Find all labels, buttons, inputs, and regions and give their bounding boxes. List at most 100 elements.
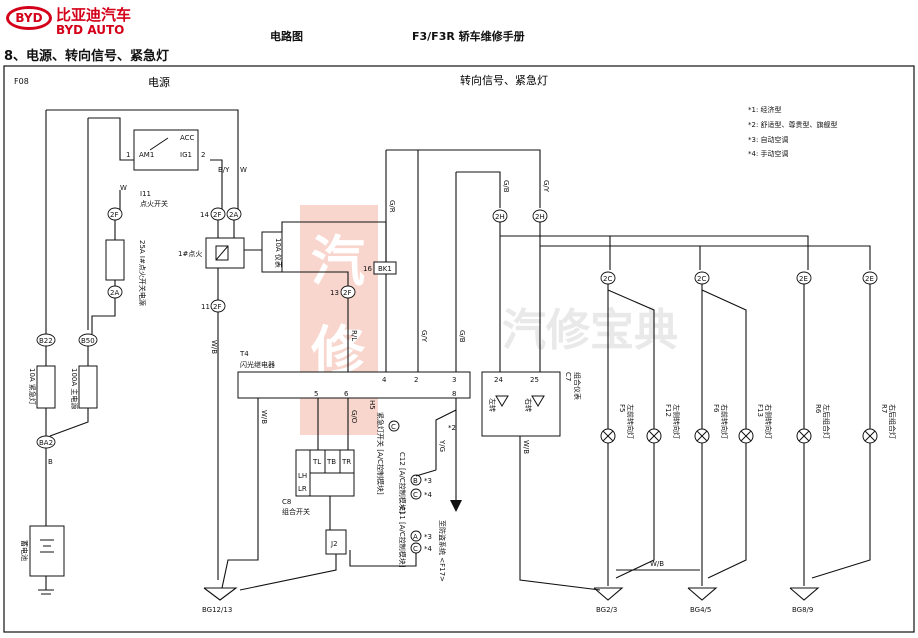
lamp-f5-code: F5 xyxy=(618,404,626,412)
page-header: BYD 比亚迪汽车 BYD AUTO 电路图 F3/F3R 轿车维修手册 xyxy=(0,0,918,44)
fuse-10a-meter xyxy=(261,231,283,273)
battery: 蓄电池 xyxy=(20,525,65,577)
pin-13: 13 xyxy=(330,289,339,297)
module-c12-label: C12 [A/C控制模块] xyxy=(398,452,407,514)
pin-14: 14 xyxy=(200,211,209,219)
ignition-switch: ACC AM1 IG1 1 2 I11 点火开关 xyxy=(126,129,205,208)
conn-2a-a-label: 2A xyxy=(110,289,119,297)
conn-2c-b-label: 2C xyxy=(697,275,706,283)
ground-bg8-label: BG8/9 xyxy=(792,606,813,614)
lamp-f12: F12 左侧转向灯 xyxy=(646,404,681,444)
fuse-25a xyxy=(105,239,125,281)
combo-cell-tl: TL xyxy=(312,458,321,466)
conn-2f-c-label: 2F xyxy=(213,303,221,311)
ign-pin1: 1 xyxy=(126,151,130,159)
wire-color-wb-a: W/B xyxy=(210,340,218,354)
conn-2f-b-label: 2F xyxy=(213,211,221,219)
combo-switch-c8: TL TB TR LH LR C8 组合开关 xyxy=(282,449,355,516)
flasher-pin-8: 8 xyxy=(452,390,456,398)
lamp-f6-code: F6 xyxy=(712,404,720,413)
conn-b22-label: B22 xyxy=(39,337,53,345)
connector-2e-6: 2E xyxy=(862,271,878,285)
connector-b50: B50 xyxy=(78,333,98,347)
fuse-10a-hazard xyxy=(36,365,56,409)
wire-color-gr: G/R xyxy=(388,200,396,213)
fuse-10a-hazard-label: 10A 紧急灯 xyxy=(28,368,37,405)
flasher-relay: T4 闪光继电器 4 2 3 5 6 8 xyxy=(237,350,471,399)
connector-14-2f: 2F 14 xyxy=(200,207,226,221)
connector-2f-a: 2F xyxy=(107,207,123,221)
relay-label: 1#点火 xyxy=(178,250,202,258)
conn-ba2-label: BA2 xyxy=(39,439,53,447)
connector-b22: B22 xyxy=(36,333,56,347)
note-3: *3: 自动空调 xyxy=(748,135,789,144)
lamp-f6-name: 右前转向灯 xyxy=(720,404,729,439)
diagram-frame xyxy=(3,65,915,633)
ground-bg12-13: BG12/13 xyxy=(202,587,238,614)
combo-cell-lr: LR xyxy=(298,485,307,493)
connector-2e-18: 2E xyxy=(796,271,812,285)
wire-color-gb-a: G/B xyxy=(458,330,466,343)
cluster-left-label: 左转 xyxy=(488,398,497,412)
conn-c2-label: C xyxy=(413,545,418,553)
manual-title: F3/F3R 轿车维修手册 xyxy=(412,30,525,43)
conn-b50-label: B50 xyxy=(81,337,95,345)
lamp-r7-code: R7 xyxy=(880,404,888,413)
lamp-f12-name: 左侧转向灯 xyxy=(672,404,681,439)
wire-color-wb-d: W/B xyxy=(650,560,664,568)
combo-cell-tr: TR xyxy=(341,458,351,466)
wire-color-gb-b: G/B xyxy=(502,180,510,193)
left-title: 电源 xyxy=(148,75,170,89)
ground-bg4-5: BG4/5 xyxy=(687,587,718,614)
connector-bk1: BK1 16 xyxy=(363,261,397,275)
connector-11-2f: 2F 11 xyxy=(201,299,226,313)
section-title: 8、电源、转向信号、紧急灯 xyxy=(4,49,170,64)
wire-color-rl: R/L xyxy=(350,330,358,341)
fuse-25a-label: 25A I#点火开关电源 xyxy=(138,240,147,306)
conn-c-label: C xyxy=(413,491,418,499)
connector-2h-right: 2H xyxy=(532,209,548,223)
to-anti-theft: 至防盗系统 <F17> xyxy=(438,520,447,582)
watermark-char-1: 汽 xyxy=(311,230,365,293)
svg-text:C: C xyxy=(391,423,396,431)
ign-code: I11 xyxy=(140,190,151,198)
lamp-r6-name: 左后组合灯 xyxy=(822,404,831,439)
wire-color-gy-a: G/Y xyxy=(420,330,428,343)
connector-2c-11: 2C xyxy=(600,271,616,285)
combo-cell-tb: TB xyxy=(326,458,336,466)
wire-color-by: B/Y xyxy=(218,166,230,174)
flasher-pin-5: 5 xyxy=(314,390,318,398)
option-mark-2: *2 xyxy=(448,424,456,432)
lamp-r6: R6 左后组合灯 xyxy=(796,404,831,444)
lamp-f13-code: F13 xyxy=(756,404,764,417)
cluster-name: 组合仪表 xyxy=(573,372,582,400)
note-4: *4: 手动空调 xyxy=(748,149,789,158)
lamp-f6: F6 右前转向灯 xyxy=(694,404,729,444)
brand-name-cn: 比亚迪汽车 xyxy=(56,6,132,24)
cluster-code: C7 xyxy=(564,372,572,381)
lamp-f13: F13 右侧转向灯 xyxy=(738,404,773,444)
wire-color-wb-b: W/B xyxy=(260,410,268,424)
ign-am1-label: AM1 xyxy=(139,151,154,159)
ign-pin2: 2 xyxy=(201,151,205,159)
flasher-code: T4 xyxy=(239,350,249,358)
connector-ba2: BA2 xyxy=(36,435,56,449)
module-c11-label: C11 [A/C控制模块] xyxy=(398,506,407,568)
flasher-pin-3: 3 xyxy=(452,376,456,384)
right-title: 转向信号、紧急灯 xyxy=(460,73,548,87)
flasher-name: 闪光继电器 xyxy=(240,360,275,369)
fuse-100a-main-label: 100A 主电源 xyxy=(70,368,79,409)
flasher-pin-2: 2 xyxy=(414,376,418,384)
conn-2h-b-label: 2H xyxy=(535,213,545,221)
conn-2f-a-label: 2F xyxy=(110,211,118,219)
page-code: F08 xyxy=(14,77,29,86)
conn-bk1-label: BK1 xyxy=(378,265,392,273)
ground-bg2-3: BG2/3 xyxy=(593,587,624,614)
conn-2a-b-label: 2A xyxy=(229,211,238,219)
hazard-switch-code: H5 xyxy=(368,400,376,410)
opt-4b: *4 xyxy=(424,545,433,553)
combo-switch-code: C8 xyxy=(282,498,291,506)
ground-bg4-label: BG4/5 xyxy=(690,606,711,614)
wire-color-wb-c: W/B xyxy=(522,440,530,454)
